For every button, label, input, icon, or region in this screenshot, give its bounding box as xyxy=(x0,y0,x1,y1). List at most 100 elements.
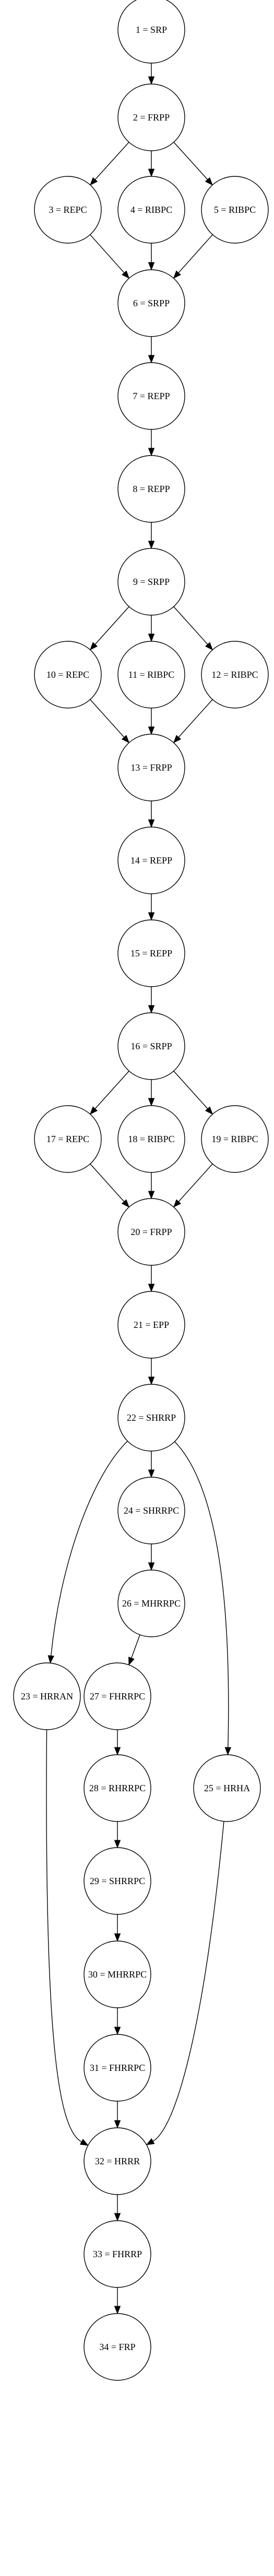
node-n6: 6 = SRPP xyxy=(117,269,185,337)
edge-n9-n11 xyxy=(148,615,155,642)
edge-n22-n23 xyxy=(47,1441,128,1664)
node-label: 2 = FRPP xyxy=(133,112,170,123)
edge-n22-n25 xyxy=(174,1441,232,1756)
node-n26: 26 = MHRRPC xyxy=(117,1569,185,1637)
node-label: 23 = HRRAN xyxy=(21,1691,73,1702)
edge-n5-n6 xyxy=(173,234,213,279)
edge-n17-n20 xyxy=(90,1164,130,1208)
arrowhead-icon xyxy=(114,1747,121,1756)
node-label: 24 = SHRRPC xyxy=(124,1505,179,1516)
node-label: 11 = RIBPC xyxy=(128,669,175,680)
node-circle xyxy=(117,548,185,616)
node-circle xyxy=(84,1847,151,1915)
node-label: 12 = RIBPC xyxy=(211,669,258,680)
edge-n23-n32 xyxy=(46,1729,89,2146)
node-n10: 10 = REPC xyxy=(34,641,102,709)
edge-n21-n22 xyxy=(148,1358,155,1385)
node-n27: 27 = FHRRPC xyxy=(84,1662,151,1730)
node-n2: 2 = FRPP xyxy=(117,83,185,151)
edge-n8-n9 xyxy=(148,522,155,549)
arrowhead-icon xyxy=(114,2306,121,2315)
node-circle xyxy=(117,826,185,894)
node-circle xyxy=(117,455,185,523)
edge-n7-n8 xyxy=(148,429,155,457)
arrowhead-icon xyxy=(148,1098,155,1107)
arrowhead-icon xyxy=(90,177,98,186)
arrowhead-icon xyxy=(148,169,155,177)
node-n11: 11 = RIBPC xyxy=(117,641,185,709)
arrowhead-icon xyxy=(148,1191,155,1200)
arrowhead-icon xyxy=(114,1933,121,1942)
edge-n19-n20 xyxy=(173,1164,213,1208)
edge-n14-n15 xyxy=(148,894,155,921)
node-n34: 34 = FRP xyxy=(84,2313,151,2381)
edge-line xyxy=(90,234,125,273)
arrowhead-icon xyxy=(148,726,155,735)
node-circle xyxy=(84,1940,151,2008)
node-circle xyxy=(84,2127,151,2195)
node-circle xyxy=(117,1198,185,1266)
node-label: 13 = FRPP xyxy=(130,762,172,773)
node-circle xyxy=(117,83,185,151)
node-n4: 4 = RIBPC xyxy=(117,176,185,244)
arrowhead-icon xyxy=(148,448,155,457)
edge-line xyxy=(178,1164,213,1202)
arrowhead-icon xyxy=(148,1562,155,1571)
edge-line xyxy=(131,1634,140,1658)
edge-line xyxy=(94,606,129,645)
node-circle xyxy=(117,1477,185,1544)
edge-n9-n12 xyxy=(173,606,213,651)
edge-n2-n5 xyxy=(173,142,213,186)
edge-line xyxy=(173,142,208,180)
arrowhead-icon xyxy=(114,1840,121,1849)
node-label: 1 = SRP xyxy=(136,25,167,35)
node-n1: 1 = SRP xyxy=(117,0,185,64)
edge-n26-n27 xyxy=(128,1634,140,1666)
node-circle xyxy=(117,176,185,244)
arrowhead-icon xyxy=(224,1747,232,1756)
node-n18: 18 = RIBPC xyxy=(117,1105,185,1173)
arrowhead-icon xyxy=(148,262,155,271)
edge-line xyxy=(51,1441,128,1656)
node-circle xyxy=(201,641,269,709)
arrowhead-icon xyxy=(148,541,155,549)
node-circle xyxy=(84,2313,151,2381)
node-circle xyxy=(117,734,185,801)
node-circle xyxy=(117,1569,185,1637)
node-n22: 22 = SHRRP xyxy=(117,1384,185,1452)
node-label: 19 = RIBPC xyxy=(211,1134,258,1144)
node-label: 6 = SRPP xyxy=(133,298,170,308)
node-n29: 29 = SHRRPC xyxy=(84,1847,151,1915)
node-label: 26 = MHRRPC xyxy=(122,1598,181,1609)
edges-layer xyxy=(46,63,232,2315)
node-label: 22 = SHRRP xyxy=(127,1412,176,1423)
node-label: 8 = REPP xyxy=(133,484,170,494)
node-circle xyxy=(193,1754,261,1822)
arrowhead-icon xyxy=(173,735,182,744)
arrowhead-icon xyxy=(148,1005,155,1014)
arrowhead-icon xyxy=(173,1199,182,1208)
arrowhead-icon xyxy=(148,355,155,364)
node-label: 33 = FHRRP xyxy=(93,2249,142,2259)
node-circle xyxy=(13,1662,81,1730)
node-label: 4 = RIBPC xyxy=(130,205,172,215)
node-n31: 31 = FHRRPC xyxy=(84,2034,151,2102)
arrowhead-icon xyxy=(148,76,155,85)
arrowhead-icon xyxy=(121,735,130,744)
arrowhead-icon xyxy=(47,1655,54,1664)
node-circle xyxy=(117,641,185,709)
node-label: 17 = REPC xyxy=(46,1134,89,1144)
node-circle xyxy=(84,1662,151,1730)
arrowhead-icon xyxy=(114,2120,121,2129)
node-n21: 21 = EPP xyxy=(117,1291,185,1359)
node-label: 15 = REPP xyxy=(130,948,172,958)
node-label: 3 = REPC xyxy=(49,205,87,215)
arrowhead-icon xyxy=(128,1657,135,1666)
arrowhead-icon xyxy=(148,912,155,921)
node-circle xyxy=(201,176,269,244)
arrowhead-icon xyxy=(148,1376,155,1385)
node-label: 10 = REPC xyxy=(46,669,89,680)
node-n7: 7 = REPP xyxy=(117,362,185,430)
